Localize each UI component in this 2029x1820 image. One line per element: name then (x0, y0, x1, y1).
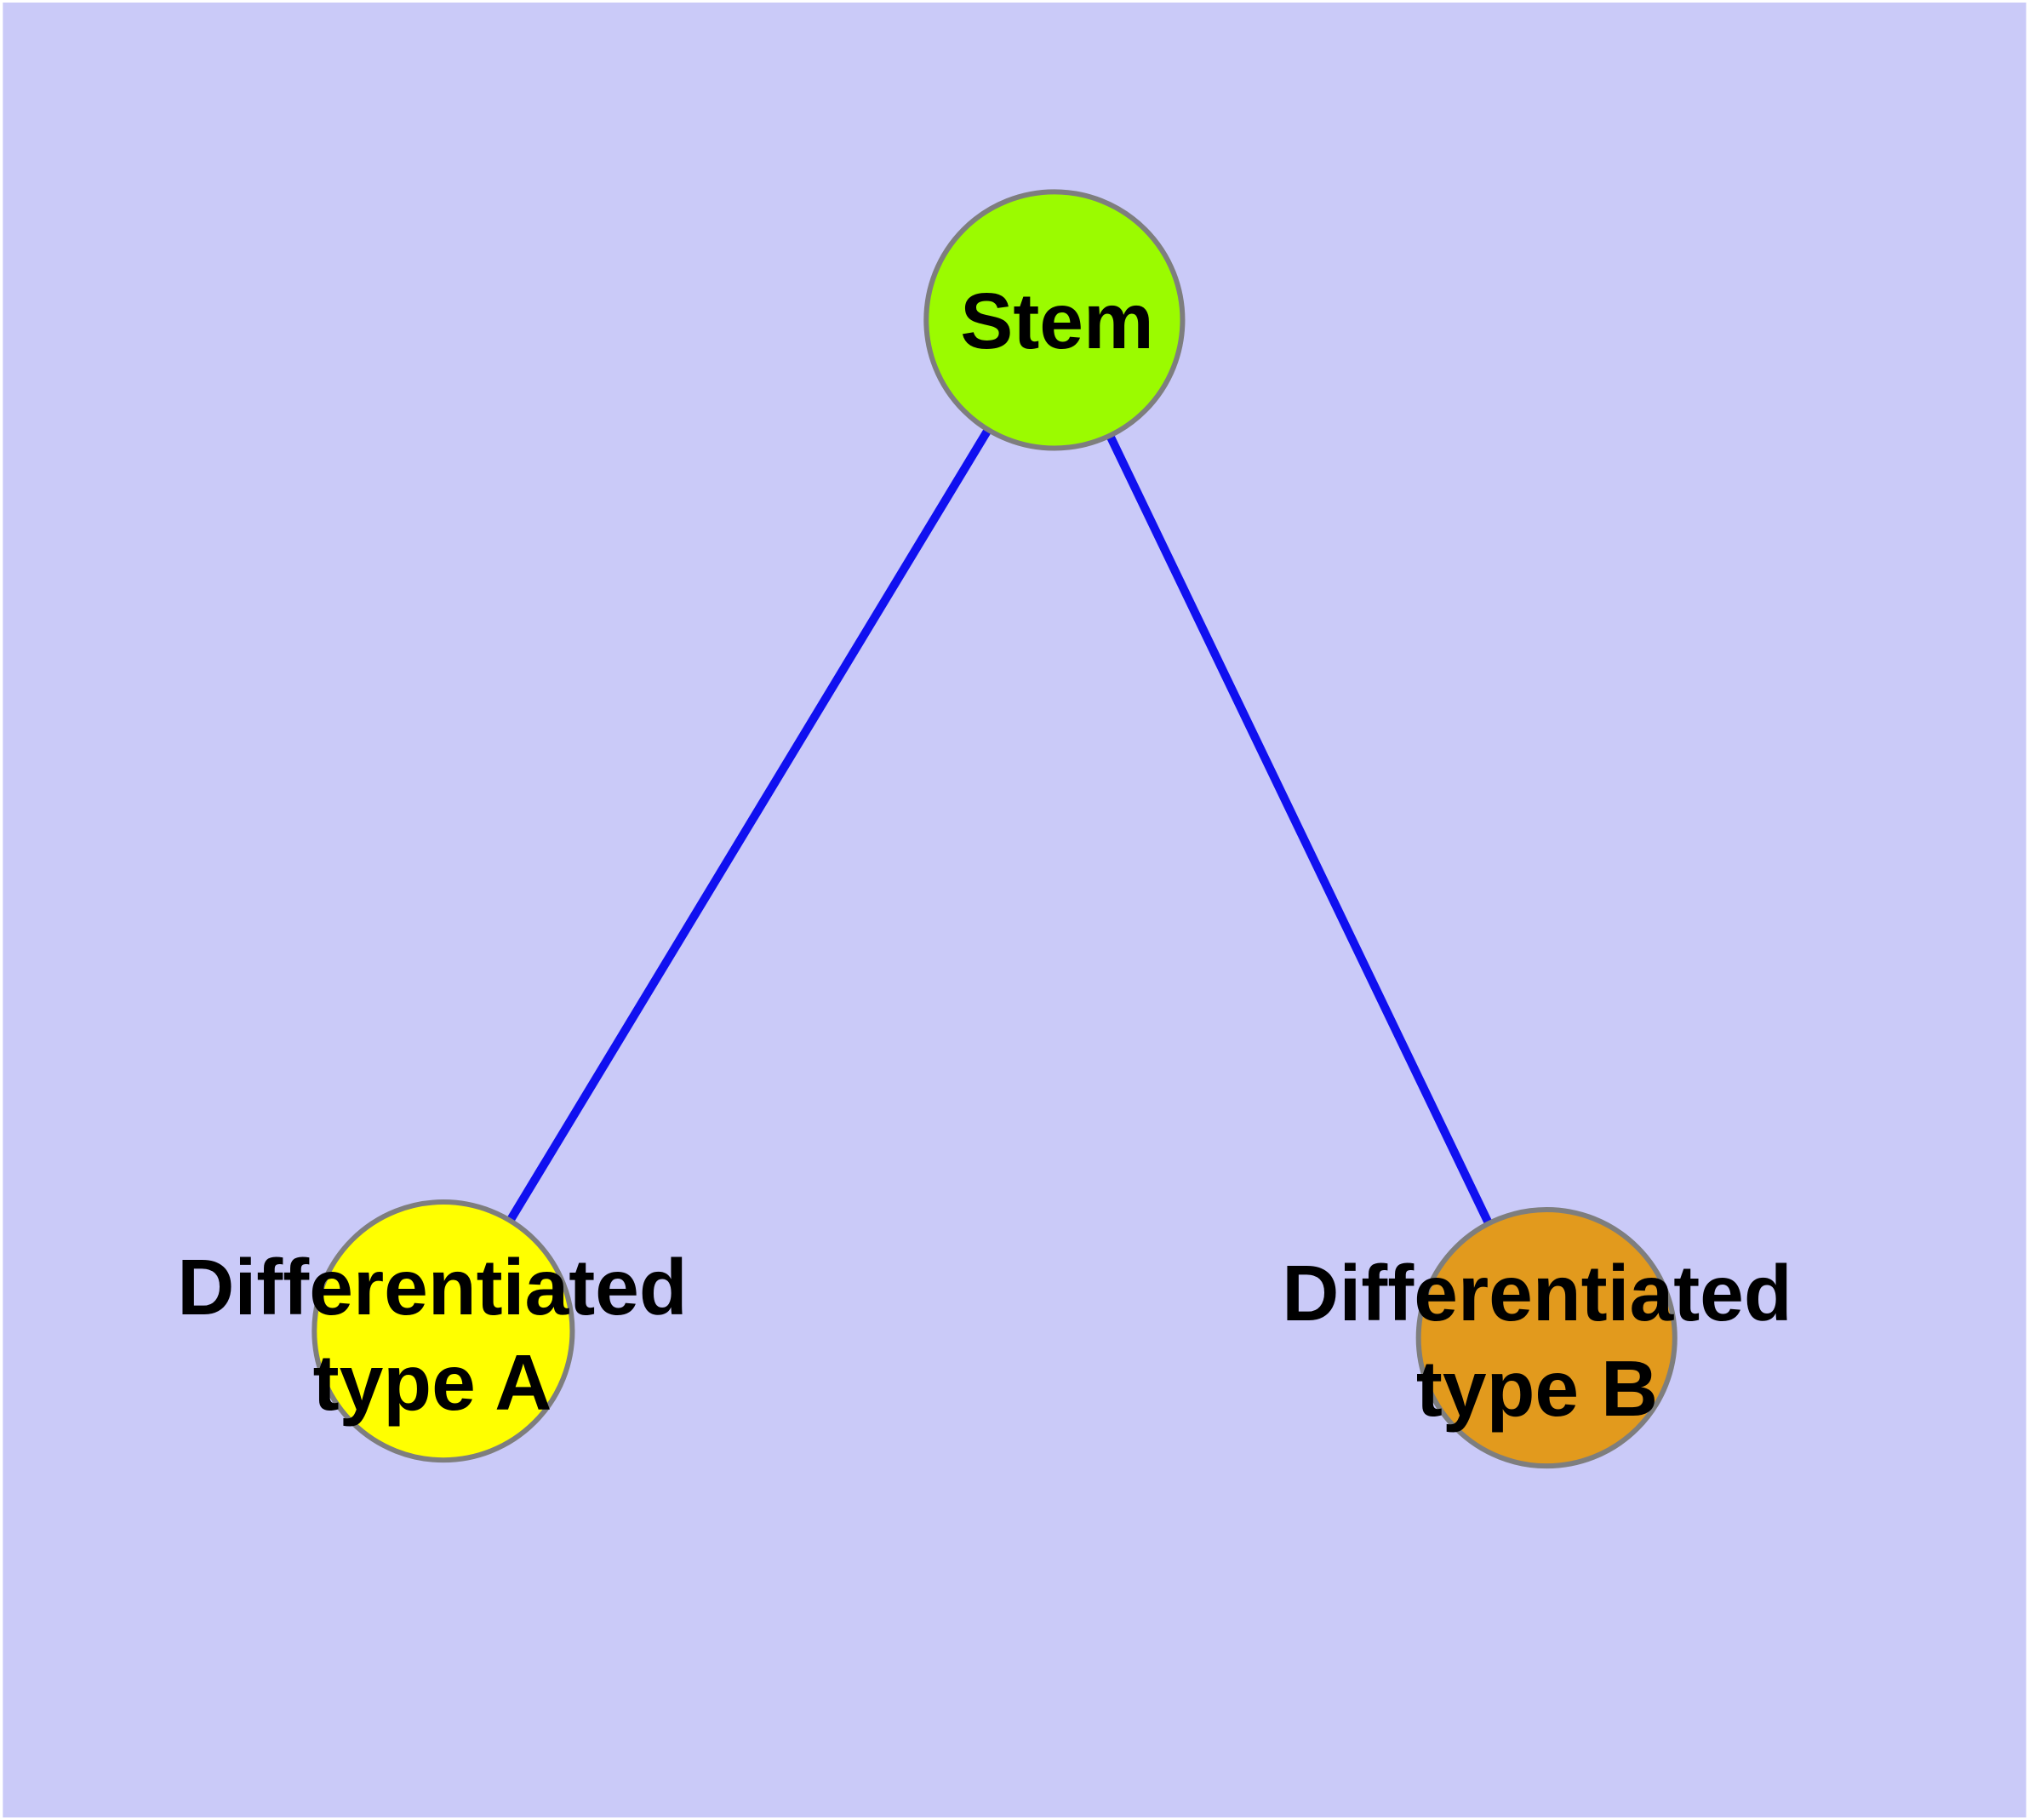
node-type-a-circle (311, 1199, 575, 1463)
edge-stem-to-type-b (1050, 318, 1547, 1339)
node-type-b-circle (1415, 1207, 1677, 1469)
edge-stem-to-type-a (439, 318, 1059, 1334)
node-stem-circle (923, 189, 1186, 451)
graph-svg (3, 3, 2026, 1817)
